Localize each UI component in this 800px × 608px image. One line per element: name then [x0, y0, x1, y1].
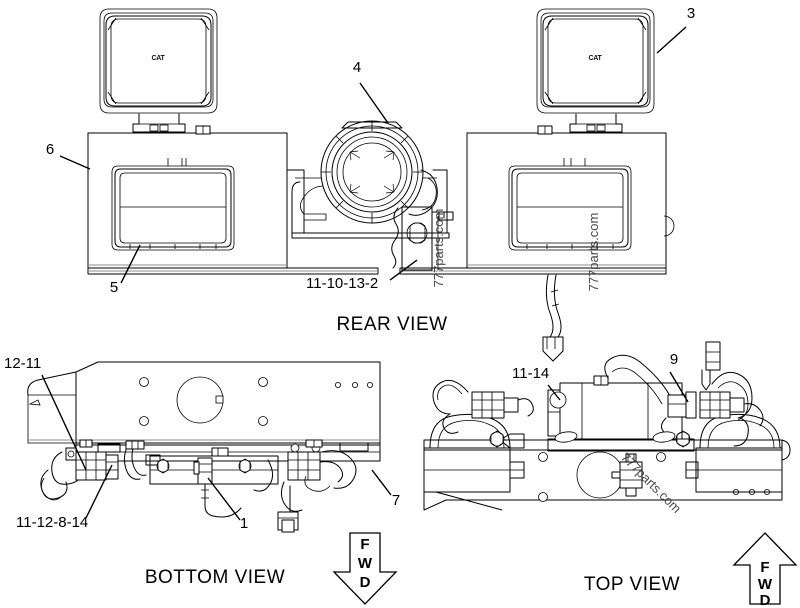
fwd-letter-d-bottom: D [360, 574, 371, 591]
watermark-rear-right: 777parts.com [586, 213, 601, 292]
watermark-rear-center: 777parts.com [431, 209, 446, 288]
bolt-hole [656, 452, 666, 462]
callout-11-10-13-2: 11-10-13-2 [306, 275, 378, 292]
bolt-hole [258, 416, 268, 426]
bumper-panel-right [399, 125, 675, 275]
top-right-hose-cluster [699, 341, 764, 447]
cat-logo-right: CAT [589, 55, 603, 62]
left-bracket-cluster [40, 439, 121, 501]
cat-logo-left: CAT [152, 55, 166, 62]
callout-11-12-8-14: 11-12-8-14 [16, 514, 88, 531]
callout-9: 9 [670, 351, 678, 368]
bolt-hole [139, 377, 149, 387]
lamp-body-right-topview [675, 413, 791, 493]
bolt-hole [366, 381, 373, 388]
callout-7: 7 [392, 492, 400, 509]
view-title-rear: REAR VIEW [336, 314, 447, 335]
fwd-letter-w-bottom: W [358, 555, 373, 572]
bottom-view-group: 12-11 11-12-8-14 1 7 BOTTOM VIEW [4, 355, 400, 588]
center-drum-assembly [287, 120, 454, 239]
leader-plate-edge [435, 491, 503, 511]
callout-11-14: 11-14 [512, 365, 549, 382]
top-left-bracket-cluster [432, 379, 534, 434]
view-title-bottom: BOTTOM VIEW [145, 567, 285, 588]
fwd-indicator-bottom: F W D [332, 532, 398, 605]
canister-port [549, 391, 567, 409]
fwd-letter-d-top: D [760, 592, 771, 608]
center-post-assembly [391, 206, 445, 271]
leader-6 [59, 155, 91, 170]
mid-bracket-left [123, 440, 161, 480]
callout-12-11: 12-11 [4, 355, 41, 372]
callout-1: 1 [240, 515, 248, 532]
bolt-hole [538, 452, 548, 462]
bumper-panel-left [87, 125, 379, 275]
leader-3 [656, 26, 687, 54]
leader-1 [207, 477, 241, 521]
bolt-hole [139, 416, 149, 426]
bolt-hole [258, 377, 268, 387]
leader-11-14 [547, 384, 561, 401]
lamp-right-upper: CAT [536, 8, 655, 133]
leader-12-11 [41, 374, 87, 471]
center-valve [611, 453, 643, 497]
fwd-letter-w-top: W [758, 576, 773, 593]
leader-4 [359, 82, 389, 124]
harness-right-drop [542, 274, 564, 362]
center-canister [547, 354, 697, 452]
bottom-mechanism-band [40, 439, 381, 533]
bolt-hole [334, 381, 341, 388]
callout-5: 5 [110, 279, 118, 296]
center-bore [576, 451, 624, 499]
tail-lamp-right [508, 165, 632, 251]
fwd-indicator-top: F W D [732, 532, 798, 608]
callout-6: 6 [46, 141, 54, 158]
leader-7 [371, 469, 392, 496]
center-lower-box [149, 447, 279, 518]
bolt-hole [351, 381, 358, 388]
leader-11-12-8-14 [85, 464, 113, 519]
rear-view-group: CAT CAT [46, 5, 695, 362]
top-view-group: 11-14 9 TOP VIEW [423, 341, 791, 595]
leader-11-10-13-2 [389, 259, 418, 281]
fwd-letter-f-bottom: F [360, 536, 369, 553]
leader-9 [669, 371, 689, 403]
tail-lamp-left [111, 165, 235, 251]
callout-3: 3 [687, 5, 695, 22]
right-bracket-cluster [253, 439, 357, 533]
leader-5 [120, 244, 141, 284]
callout-4: 4 [353, 59, 361, 76]
fwd-letter-f-top: F [760, 559, 769, 576]
lamp-left-upper: CAT [99, 8, 218, 133]
view-title-top: TOP VIEW [584, 574, 680, 595]
bolt-hole [538, 492, 548, 502]
